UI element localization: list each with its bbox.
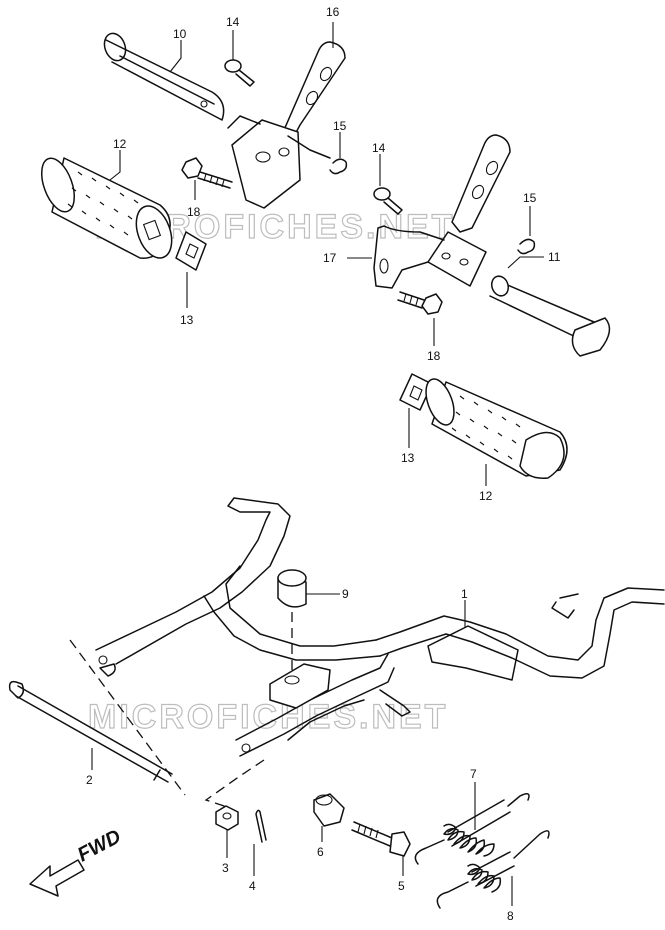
stand-shaft — [8, 680, 173, 783]
callout-numbers: 10 14 16 15 12 18 13 14 15 11 17 18 13 1… — [86, 5, 561, 923]
cotter-pin — [255, 809, 267, 843]
callout-14-left: 14 — [226, 15, 240, 29]
stand-spring-outer — [414, 793, 530, 865]
main-stand — [95, 497, 665, 757]
footrest-peg-right — [489, 275, 611, 357]
washer-left — [175, 231, 207, 271]
collar — [313, 793, 345, 827]
callout-9: 9 — [342, 587, 349, 601]
pin-right — [373, 187, 403, 215]
callout-1: 1 — [461, 587, 468, 601]
callout-12-left: 12 — [113, 137, 127, 151]
footrest-peg-left — [103, 32, 225, 121]
callout-18-right: 18 — [427, 349, 441, 363]
dashed-line-nut — [204, 759, 265, 809]
stand-stopper — [277, 569, 307, 608]
left-footpeg-assembly — [40, 32, 348, 271]
nut — [215, 805, 239, 831]
footpeg-rubber-left — [40, 157, 173, 259]
fwd-label: FWD — [74, 826, 125, 867]
callout-15-right: 15 — [523, 191, 537, 205]
bolt-right — [397, 291, 443, 315]
callout-7: 7 — [470, 767, 477, 781]
footpeg-bracket-left — [227, 41, 346, 209]
callout-14-right: 14 — [372, 141, 386, 155]
dashed-line-shaft — [69, 639, 186, 796]
callout-12-right: 12 — [479, 489, 493, 503]
callout-16: 16 — [326, 5, 340, 19]
callout-6: 6 — [317, 845, 324, 859]
callout-10: 10 — [173, 27, 187, 41]
callout-18-left: 18 — [187, 205, 201, 219]
watermark-bottom: MICROFICHES.NET — [88, 698, 448, 736]
right-footpeg-assembly — [373, 134, 611, 479]
stand-bolt — [351, 821, 411, 857]
pin-left — [224, 59, 255, 87]
washer-right — [399, 373, 433, 411]
callout-2: 2 — [86, 773, 93, 787]
spring-plate-right — [373, 225, 445, 289]
callout-15-left: 15 — [333, 119, 347, 133]
bolt-left — [181, 157, 233, 189]
callout-8: 8 — [507, 909, 514, 923]
clip-right — [517, 238, 536, 255]
callout-3: 3 — [222, 861, 229, 875]
callout-11: 11 — [548, 250, 561, 264]
footpeg-rubber-right — [425, 378, 568, 479]
footpeg-bracket-right — [427, 134, 511, 287]
callout-13-left: 13 — [180, 313, 194, 327]
leader-lines — [91, 22, 544, 906]
callout-5: 5 — [398, 879, 405, 893]
callout-13-right: 13 — [401, 451, 415, 465]
forward-direction-arrow: FWD — [29, 826, 125, 897]
clip-left — [329, 158, 348, 175]
callout-4: 4 — [249, 879, 256, 893]
stand-spring-inner — [436, 830, 550, 909]
callout-17: 17 — [323, 251, 337, 265]
